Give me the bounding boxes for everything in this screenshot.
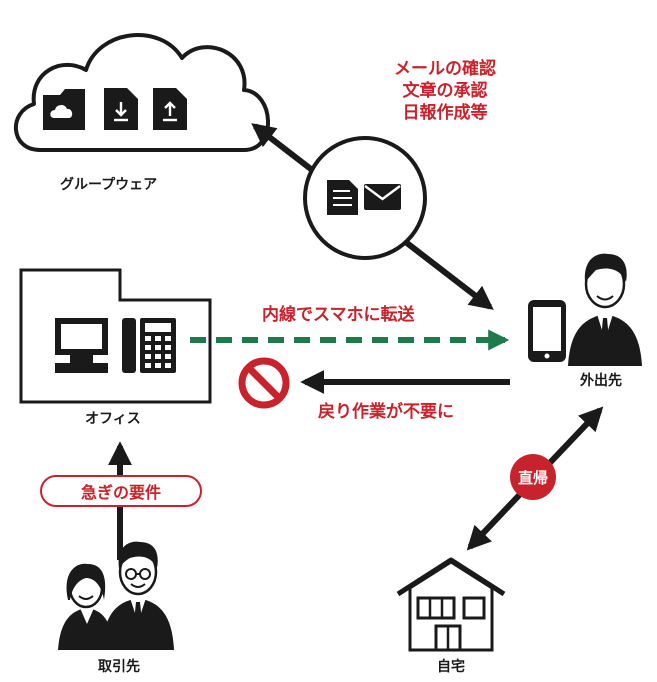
home-label: 自宅 (437, 659, 465, 675)
desktop-pc-icon (55, 318, 108, 373)
direct-return-badge: 直帰 (510, 454, 556, 500)
remote-label: 外出先 (580, 373, 622, 389)
mail-icon (364, 184, 401, 210)
house-icon (396, 557, 506, 652)
office-label: オフィス (85, 411, 141, 427)
no-return-caption: 戻り作業が不要に (318, 402, 454, 422)
task-document-approval: 文章の承認 (402, 81, 488, 101)
file-upload-icon (153, 88, 187, 130)
prohibited-icon (238, 357, 290, 409)
file-download-icon (104, 88, 138, 130)
urgent-requirement-pill: 急ぎの要件 (40, 475, 202, 507)
cloud-icon (14, 33, 270, 152)
people-icon (58, 541, 174, 650)
desk-phone-icon (122, 318, 176, 373)
office-building-icon (19, 268, 212, 404)
groupware-tasks-caption: メールの確認 文章の承認 日報作成等 (380, 58, 510, 124)
transfer-caption: 内線でスマホに転送 (262, 305, 415, 325)
direct-return-label: 直帰 (517, 468, 548, 487)
client-label: 取引先 (98, 659, 140, 675)
task-mail-check: メールの確認 (394, 59, 496, 79)
document-icon (327, 180, 358, 215)
task-daily-report: 日報作成等 (402, 103, 488, 123)
folder-upload-icon (43, 89, 85, 130)
businessman-icon (568, 253, 642, 366)
urgent-requirement-label: 急ぎの要件 (80, 483, 161, 502)
smartphone-icon (528, 300, 566, 362)
groupware-label: グループウェア (60, 177, 158, 193)
